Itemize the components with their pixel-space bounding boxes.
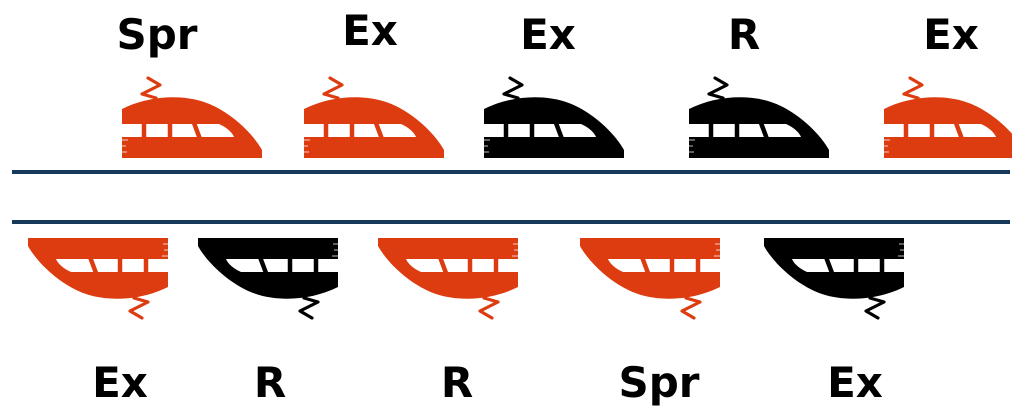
bottom-train-label-2: R bbox=[253, 358, 287, 407]
top-train-4 bbox=[687, 76, 831, 158]
top-train-2 bbox=[302, 76, 446, 158]
train-icon bbox=[376, 238, 520, 320]
train-icon bbox=[196, 238, 340, 320]
top-train-5 bbox=[882, 76, 1012, 158]
train-icon bbox=[578, 238, 722, 320]
train-icon bbox=[120, 76, 264, 158]
train-icon bbox=[687, 76, 831, 158]
train-icon bbox=[762, 238, 906, 320]
bottom-train-label-3: R bbox=[440, 358, 474, 407]
bottom-train-1 bbox=[26, 238, 170, 320]
bottom-train-label-4: Spr bbox=[618, 358, 700, 407]
bottom-train-4 bbox=[578, 238, 722, 320]
bottom-train-5 bbox=[762, 238, 906, 320]
rail-bottom bbox=[12, 220, 1010, 224]
train-icon bbox=[302, 76, 446, 158]
top-train-3 bbox=[482, 76, 626, 158]
top-train-1 bbox=[120, 76, 264, 158]
bottom-train-label-1: Ex bbox=[92, 358, 148, 407]
bottom-train-label-5: Ex bbox=[827, 358, 883, 407]
bottom-train-3 bbox=[376, 238, 520, 320]
top-train-label-2: Ex bbox=[342, 6, 398, 55]
rail-top bbox=[12, 170, 1010, 174]
top-train-label-5: Ex bbox=[923, 10, 979, 59]
train-icon bbox=[26, 238, 170, 320]
top-train-label-4: R bbox=[727, 10, 761, 59]
top-train-label-3: Ex bbox=[520, 10, 576, 59]
train-icon bbox=[882, 76, 1012, 158]
train-icon bbox=[482, 76, 626, 158]
top-train-label-1: Spr bbox=[116, 10, 198, 59]
bottom-train-2 bbox=[196, 238, 340, 320]
